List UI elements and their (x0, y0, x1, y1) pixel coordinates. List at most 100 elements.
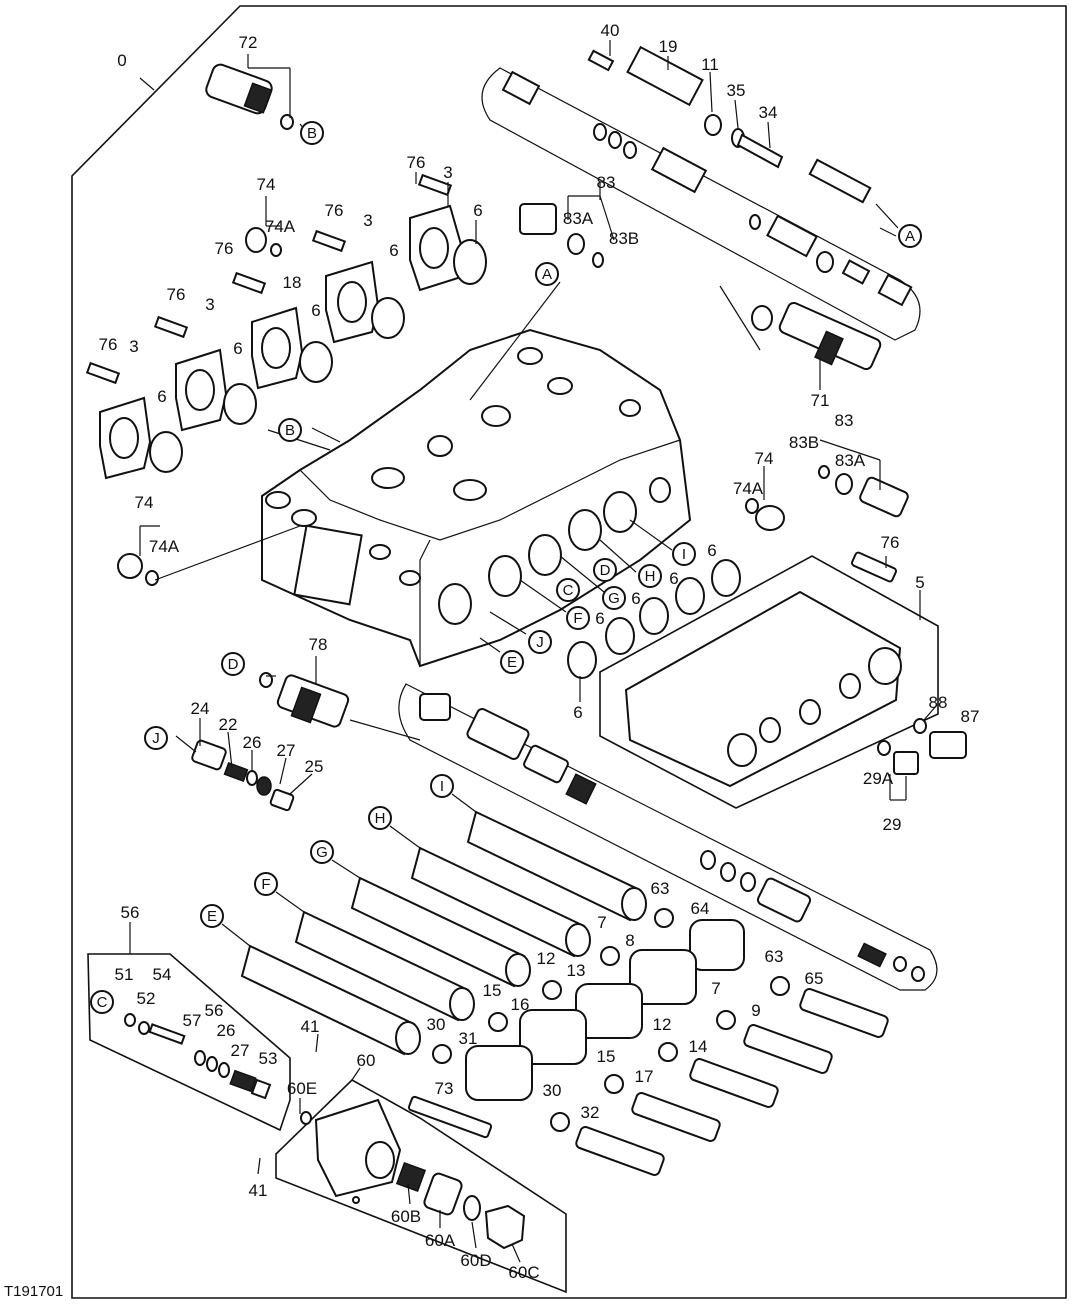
plug-74-a (245, 227, 282, 257)
cover-5 (599, 555, 939, 809)
ref-A1: A (898, 224, 922, 248)
callout-51: 51 (115, 965, 134, 984)
bolts (407, 988, 889, 1176)
callout-27-b: 27 (231, 1041, 250, 1060)
ref-B2: B (278, 418, 302, 442)
callout-73: 73 (435, 1079, 454, 1098)
callout-52: 52 (137, 989, 156, 1008)
callout-34: 34 (759, 103, 778, 122)
callout-60E: 60E (287, 1079, 317, 1098)
ref-E2: E (200, 904, 224, 928)
callout-74-b: 74 (755, 449, 774, 468)
group-60 (275, 1079, 567, 1294)
ref-C2: C (90, 990, 114, 1014)
callout-88: 88 (929, 693, 948, 712)
callout-26-a: 26 (243, 733, 262, 752)
plug-74-b (745, 498, 785, 531)
callout-3-b: 3 (363, 211, 372, 230)
callout-76-e: 76 (99, 335, 118, 354)
callout-15-a: 15 (483, 981, 502, 1000)
callout-60B: 60B (391, 1207, 421, 1226)
svg-text:J: J (536, 634, 544, 651)
spool-H (410, 846, 591, 958)
callout-27-a: 27 (277, 741, 296, 760)
callout-56-a: 56 (121, 903, 140, 922)
callout-12-b: 12 (653, 1015, 672, 1034)
callout-74A-c: 74A (149, 537, 180, 556)
callout-72: 72 (239, 33, 258, 52)
callout-7-b: 7 (711, 979, 720, 998)
svg-text:A: A (542, 266, 552, 283)
svg-text:F: F (261, 876, 270, 893)
callout-63-b: 63 (765, 947, 784, 966)
ref-G1: G (602, 586, 626, 610)
svg-text:H: H (645, 568, 656, 585)
callout-30-a: 30 (427, 1015, 446, 1034)
callout-76-a: 76 (407, 153, 426, 172)
callout-74-c: 74 (135, 493, 154, 512)
ref-A2: A (535, 262, 559, 286)
callout-32: 32 (581, 1103, 600, 1122)
callout-60: 60 (357, 1051, 376, 1070)
svg-text:D: D (600, 562, 611, 579)
flange-3-d (85, 361, 183, 480)
callout-labels: 0 72 40 19 11 35 34 76 3 6 83 83A 83B 74… (99, 21, 980, 1282)
callout-5: 5 (915, 573, 924, 592)
ref-D2: D (221, 652, 245, 676)
callout-60D: 60D (460, 1251, 491, 1270)
ref-I1: I (672, 542, 696, 566)
plug-74-c (117, 553, 159, 586)
callout-6-e: 6 (157, 387, 166, 406)
svg-text:A: A (905, 228, 915, 245)
ref-H1: H (638, 564, 662, 588)
svg-text:H: H (375, 810, 386, 827)
callout-19: 19 (659, 37, 678, 56)
callout-6-g: 6 (669, 569, 678, 588)
ref-B1: B (300, 121, 324, 145)
callout-53: 53 (259, 1049, 278, 1068)
svg-text:F: F (573, 610, 582, 627)
callout-6-c: 6 (311, 301, 320, 320)
plug-83-a (519, 203, 604, 268)
callout-7-a: 7 (597, 913, 606, 932)
ref-G2: G (310, 840, 334, 864)
callout-25: 25 (305, 757, 324, 776)
svg-text:I: I (682, 546, 686, 563)
callout-15-b: 15 (597, 1047, 616, 1066)
svg-text:E: E (507, 654, 517, 671)
callout-60C: 60C (508, 1263, 539, 1282)
callout-0: 0 (117, 51, 126, 70)
ref-C1: C (556, 578, 580, 602)
callout-71: 71 (811, 391, 830, 410)
flange-18 (231, 271, 333, 390)
callout-3-c: 3 (205, 295, 214, 314)
callout-74A-b: 74A (733, 479, 764, 498)
ref-F2: F (254, 872, 278, 896)
callout-14: 14 (689, 1037, 708, 1056)
outer-border (71, 5, 1067, 1299)
callout-6-b: 6 (389, 241, 398, 260)
callout-60A: 60A (425, 1231, 456, 1250)
callout-74-a: 74 (257, 175, 276, 194)
ref-F1: F (566, 606, 590, 630)
callout-26-b: 26 (217, 1021, 236, 1040)
plug-29 (877, 740, 919, 775)
ref-J1: J (528, 630, 552, 654)
ref-I2: I (430, 774, 454, 798)
callout-12-a: 12 (537, 949, 556, 968)
lower-spool-group (398, 683, 938, 991)
svg-text:C: C (563, 582, 574, 599)
flange-3-b (311, 229, 405, 344)
callout-24: 24 (191, 699, 210, 718)
callout-41-b: 41 (249, 1181, 268, 1200)
callout-83A-b: 83A (835, 451, 866, 470)
svg-text:D: D (228, 656, 239, 673)
plug-87 (913, 718, 967, 759)
o-rings-6 (567, 559, 741, 679)
springs (465, 919, 745, 1101)
bolt-76-cover (851, 551, 897, 583)
callout-83B-a: 83B (609, 229, 639, 248)
valve-71 (751, 301, 882, 371)
callout-3-a: 3 (443, 163, 452, 182)
callout-83-b: 83 (835, 411, 854, 430)
